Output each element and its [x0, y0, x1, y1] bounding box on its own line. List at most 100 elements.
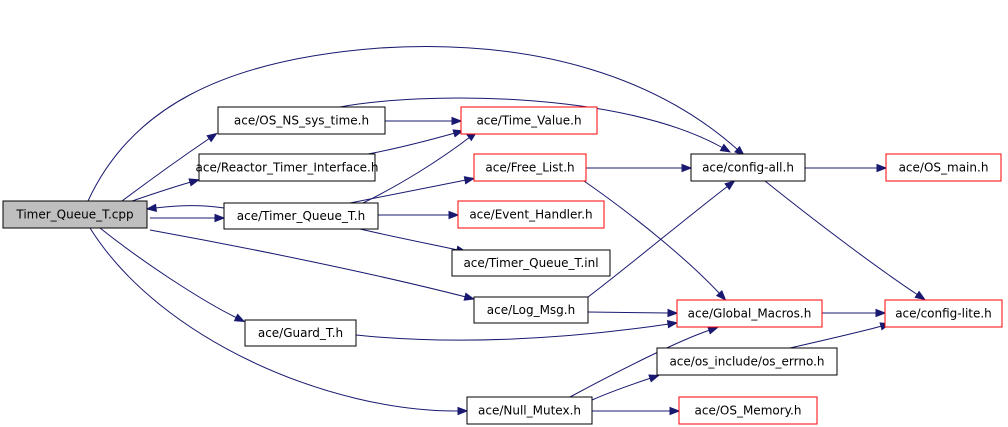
node-label: ace/config-lite.h [895, 307, 992, 321]
arrowhead-icon [875, 308, 887, 318]
node-label: ace/Global_Macros.h [688, 307, 812, 321]
arrowhead-icon [666, 320, 679, 329]
arrowhead-icon [715, 290, 727, 301]
edge-line [789, 325, 883, 349]
arrowhead-icon [451, 116, 463, 126]
edge-line [121, 137, 211, 202]
node-os-errno-h[interactable]: ace/os_include/os_errno.h [656, 347, 838, 376]
edge-timer_queue_t_cpp-to-config_all_h [87, 46, 745, 202]
edge-line [587, 311, 670, 314]
node-box [451, 249, 611, 277]
arrowhead-icon [707, 326, 719, 335]
edge-line [154, 205, 225, 209]
node-os-main-h[interactable]: ace/OS_main.h [885, 153, 1002, 182]
node-null-mutex-h[interactable]: ace/Null_Mutex.h [466, 396, 593, 425]
edge-timer_queue_t_h-to-timer_queue_t_cpp [145, 203, 225, 213]
edge-timer_queue_t_cpp-to-timer_queue_t_h [150, 213, 226, 223]
edge-line [339, 97, 724, 149]
edge-line [362, 136, 471, 204]
node-box [2, 200, 148, 229]
node-timer-queue-t-cpp[interactable]: Timer_Queue_T.cpp [2, 200, 148, 229]
edge-line [355, 323, 670, 341]
node-os-memory-h[interactable]: ace/OS_Memory.h [678, 396, 818, 425]
node-box [223, 202, 379, 230]
edge-line [99, 227, 238, 319]
node-timer-queue-t-inl[interactable]: ace/Timer_Queue_T.inl [451, 249, 611, 277]
edge-line [591, 377, 652, 401]
node-label: ace/Log_Msg.h [487, 303, 575, 317]
node-label: ace/Free_List.h [485, 161, 574, 175]
node-timer-queue-t-h[interactable]: ace/Timer_Queue_T.h [223, 202, 379, 230]
node-label: ace/OS_Memory.h [695, 404, 802, 418]
edge-guard_t_h-to-global_macros_h [355, 320, 679, 341]
edge-line [359, 228, 459, 251]
edge-log_msg_h-to-config_all_h [587, 180, 736, 298]
edge-timer_queue_t_h-to-timer_queue_t_inl [359, 228, 468, 254]
node-event-handler-h[interactable]: ace/Event_Handler.h [457, 200, 605, 229]
node-os-ns-sys-time-h[interactable]: ace/OS_NS_sys_time.h [217, 106, 386, 135]
node-box [198, 153, 376, 182]
node-box [460, 106, 598, 135]
edge-line [349, 179, 467, 204]
edge-timer_queue_t_cpp-to-null_mutex_h [89, 227, 469, 416]
edge-line [569, 329, 711, 398]
node-label: ace/os_include/os_errno.h [669, 355, 824, 369]
arrowhead-icon [206, 132, 218, 143]
edge-null_mutex_h-to-global_macros_h [569, 326, 719, 398]
edge-free_list_h-to-global_macros_h [583, 180, 727, 301]
arrowhead-icon [669, 406, 681, 416]
node-box [656, 347, 838, 376]
arrowhead-icon [914, 290, 926, 301]
arrowhead-icon [463, 176, 476, 185]
arrowhead-icon [457, 406, 469, 416]
node-label: ace/OS_main.h [899, 161, 989, 175]
node-box [217, 106, 386, 135]
node-free-list-h[interactable]: ace/Free_List.h [473, 153, 587, 182]
arrowhead-icon [724, 180, 736, 191]
edge-line [367, 132, 456, 155]
node-label: ace/Null_Mutex.h [478, 404, 581, 418]
arrowhead-icon [876, 163, 888, 173]
node-config-lite-h[interactable]: ace/config-lite.h [884, 299, 1003, 328]
edge-free_list_h-to-config_all_h [586, 163, 693, 173]
node-label: ace/config-all.h [702, 161, 794, 175]
arrowhead-icon [188, 178, 201, 187]
node-label: ace/Time_Value.h [476, 114, 581, 128]
edge-line [131, 181, 192, 202]
edge-os_ns_sys_time_h-to-time_value_h [385, 116, 463, 126]
node-time-value-h[interactable]: ace/Time_Value.h [460, 106, 598, 135]
edge-timer_queue_t_cpp-to-reactor_timer_interface_h [131, 178, 201, 202]
node-log-msg-h[interactable]: ace/Log_Msg.h [473, 296, 589, 324]
arrowhead-icon [233, 313, 246, 323]
edge-log_msg_h-to-global_macros_h [587, 308, 679, 318]
node-box [244, 319, 357, 347]
node-box [676, 299, 823, 328]
node-global-macros-h[interactable]: ace/Global_Macros.h [676, 299, 823, 328]
node-box [885, 153, 1002, 182]
node-guard-t-h[interactable]: ace/Guard_T.h [244, 319, 357, 347]
edge-line [89, 227, 460, 412]
node-config-all-h[interactable]: ace/config-all.h [690, 153, 806, 182]
edge-timer_queue_t_h-to-free_list_h [349, 176, 476, 204]
edge-global_macros_h-to-config_lite_h [822, 308, 887, 318]
arrowhead-icon [681, 163, 693, 173]
node-box [473, 296, 589, 324]
arrowhead-icon [667, 308, 679, 318]
arrowhead-icon [648, 374, 660, 383]
arrowhead-icon [463, 292, 476, 301]
node-label: ace/Guard_T.h [258, 326, 343, 340]
edge-timer_queue_t_h-to-event_handler_h [378, 210, 460, 220]
node-label: ace/Reactor_Timer_Interface.h [196, 161, 379, 175]
arrowhead-icon [214, 213, 226, 223]
node-label: ace/Timer_Queue_T.inl [463, 256, 598, 270]
edge-reactor_timer_interface_h-to-time_value_h [367, 129, 465, 155]
edge-null_mutex_h-to-os_memory_h [592, 406, 681, 416]
edge-line [149, 229, 467, 298]
node-label: ace/OS_NS_sys_time.h [234, 114, 369, 128]
node-box [457, 200, 605, 229]
edge-null_mutex_h-to-os_errno_h [591, 374, 660, 401]
node-box [884, 299, 1003, 328]
edge-os_ns_sys_time_h-to-config_all_h [339, 97, 732, 153]
node-reactor-timer-interface-h[interactable]: ace/Reactor_Timer_Interface.h [196, 153, 379, 182]
nodes-layer: Timer_Queue_T.cppace/OS_NS_sys_time.hace… [2, 106, 1003, 425]
